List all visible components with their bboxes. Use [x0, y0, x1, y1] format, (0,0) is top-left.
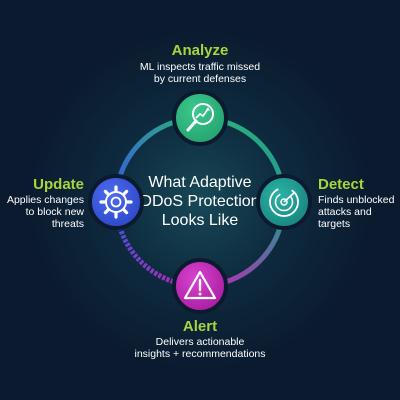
- update-description-line: Applies changes: [6, 194, 84, 206]
- alert-description-line: insights + recommendations: [134, 348, 266, 360]
- center-title-line: What Adaptive: [148, 174, 252, 191]
- radar-icon: [269, 187, 299, 217]
- analyze-description: ML inspects traffic missed by current de…: [0, 61, 400, 85]
- center-title: What Adaptive DDoS Protection Looks Like: [118, 173, 282, 230]
- center-title-line: Looks Like: [161, 212, 239, 229]
- alert-description-line: Delivers actionable: [155, 336, 245, 348]
- detect-description: Finds unblocked attacks and targets: [318, 194, 394, 230]
- detect-description-line: attacks and: [318, 206, 372, 218]
- analyze-title: Analyze: [171, 42, 229, 59]
- warning-triangle-icon: [183, 270, 217, 300]
- analyze-description-line: ML inspects traffic missed: [139, 61, 261, 73]
- update-description-line: to block new: [25, 206, 84, 218]
- detect-description-line: targets: [318, 218, 351, 230]
- analyze-description-line: by current defenses: [153, 73, 247, 85]
- alert-title: Alert: [182, 318, 218, 335]
- alert-node: [172, 258, 228, 314]
- update-node: [88, 174, 144, 230]
- update-description-line: threats: [51, 218, 84, 230]
- center-title-line: DDoS Protection: [140, 193, 260, 210]
- detect-node: [256, 174, 312, 230]
- detect-description-line: Finds unblocked: [318, 194, 395, 206]
- analyze-node: [172, 90, 228, 146]
- update-title: Update: [33, 176, 84, 193]
- update-description: Applies changes to block new threats: [4, 194, 84, 230]
- detect-title: Detect: [318, 176, 364, 193]
- alert-description: Delivers actionable insights + recommend…: [0, 336, 400, 360]
- gear-icon: [99, 185, 133, 219]
- magnifier-chart-icon: [186, 103, 214, 132]
